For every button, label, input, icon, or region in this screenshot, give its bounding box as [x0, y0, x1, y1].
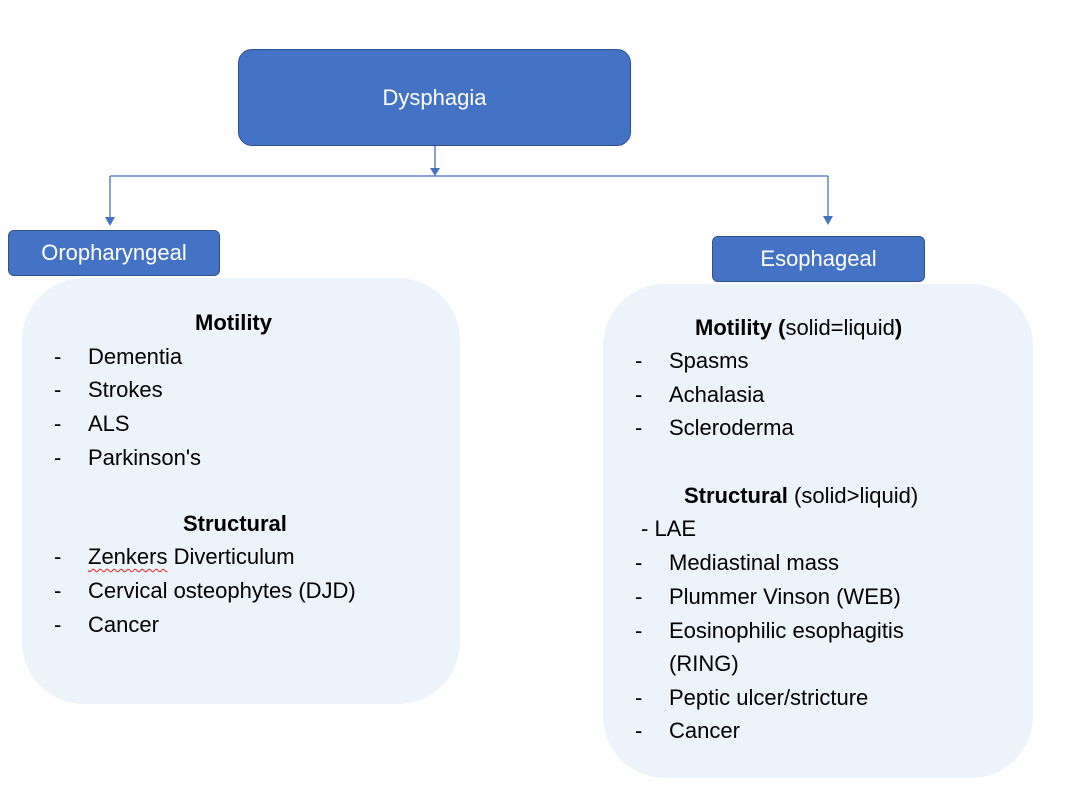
item-text: Eosinophilic esophagitis	[669, 618, 904, 643]
item-text: Parkinson's	[88, 445, 202, 470]
oropharyngeal-details-panel: Motility - Dementia - Strokes - ALS - Parkin…	[22, 278, 460, 704]
item-text: Mediastinal mass	[669, 550, 839, 575]
item-text: Strokes	[88, 377, 163, 402]
bullet-dash: -	[54, 377, 62, 402]
item-text: Scleroderma	[669, 415, 794, 440]
bullet-dash: -	[54, 612, 62, 637]
item-text: Spasms	[669, 348, 749, 373]
item-text: Peptic ulcer/stricture	[669, 685, 869, 710]
root-label: Dysphagia	[382, 84, 487, 110]
bullet-dash: -	[635, 382, 643, 407]
item-text: Cancer	[669, 718, 740, 743]
item-suffix: Diverticulum	[167, 544, 295, 569]
bullet-dash: -	[54, 445, 62, 470]
heading-text: Motility (	[695, 315, 786, 340]
section-heading-structural: Structural	[183, 511, 287, 537]
branch-node-oropharyngeal: Oropharyngeal	[8, 230, 220, 276]
item-text: Dementia	[88, 344, 183, 369]
root-node-dysphagia: Dysphagia	[238, 49, 631, 146]
item-text: (RING)	[669, 651, 739, 676]
right-arrowhead	[823, 216, 833, 225]
bullet-dash: -	[635, 584, 643, 609]
section-heading-structural: Structural (solid>liquid)	[684, 483, 918, 509]
spellcheck-word: Zenkers	[88, 544, 168, 569]
heading-text: Structural	[183, 511, 287, 536]
heading-text: Motility	[195, 310, 272, 335]
bullet-dash: -	[54, 578, 62, 603]
item-text: Achalasia	[669, 382, 765, 407]
bullet-dash: -	[635, 618, 643, 643]
bullet-dash: -	[54, 411, 62, 436]
section-heading-motility: Motility	[195, 310, 272, 336]
bullet-dash: -	[635, 550, 643, 575]
item-text: Plummer Vinson (WEB)	[669, 584, 901, 609]
lead-item: - LAE	[641, 516, 697, 541]
bullet-dash: -	[635, 718, 643, 743]
esophageal-details-panel: Motility (solid=liquid) - Spasms - Achalas…	[603, 284, 1033, 778]
section-heading-motility: Motility (solid=liquid)	[695, 315, 902, 341]
item-text: Cervical osteophytes (DJD)	[88, 578, 356, 603]
left-arrowhead	[105, 217, 115, 226]
bullet-dash: -	[635, 415, 643, 440]
item-text: ALS	[88, 411, 130, 436]
item-text: Zenkers Diverticulum	[88, 544, 295, 570]
bullet-dash: -	[635, 685, 643, 710]
heading-qualifier: solid=liquid	[785, 315, 895, 340]
branch-node-esophageal: Esophageal	[712, 236, 925, 282]
bullet-dash: -	[54, 544, 62, 569]
item-text: Cancer	[88, 612, 159, 637]
heading-close: )	[894, 315, 903, 340]
bullet-dash: -	[635, 348, 643, 373]
heading-text: Structural	[684, 483, 788, 508]
heading-qualifier: (solid>liquid)	[787, 483, 919, 508]
branch-label: Oropharyngeal	[41, 240, 187, 265]
bullet-dash: -	[54, 344, 62, 369]
branch-label: Esophageal	[760, 246, 877, 271]
root-arrowhead	[430, 168, 440, 176]
